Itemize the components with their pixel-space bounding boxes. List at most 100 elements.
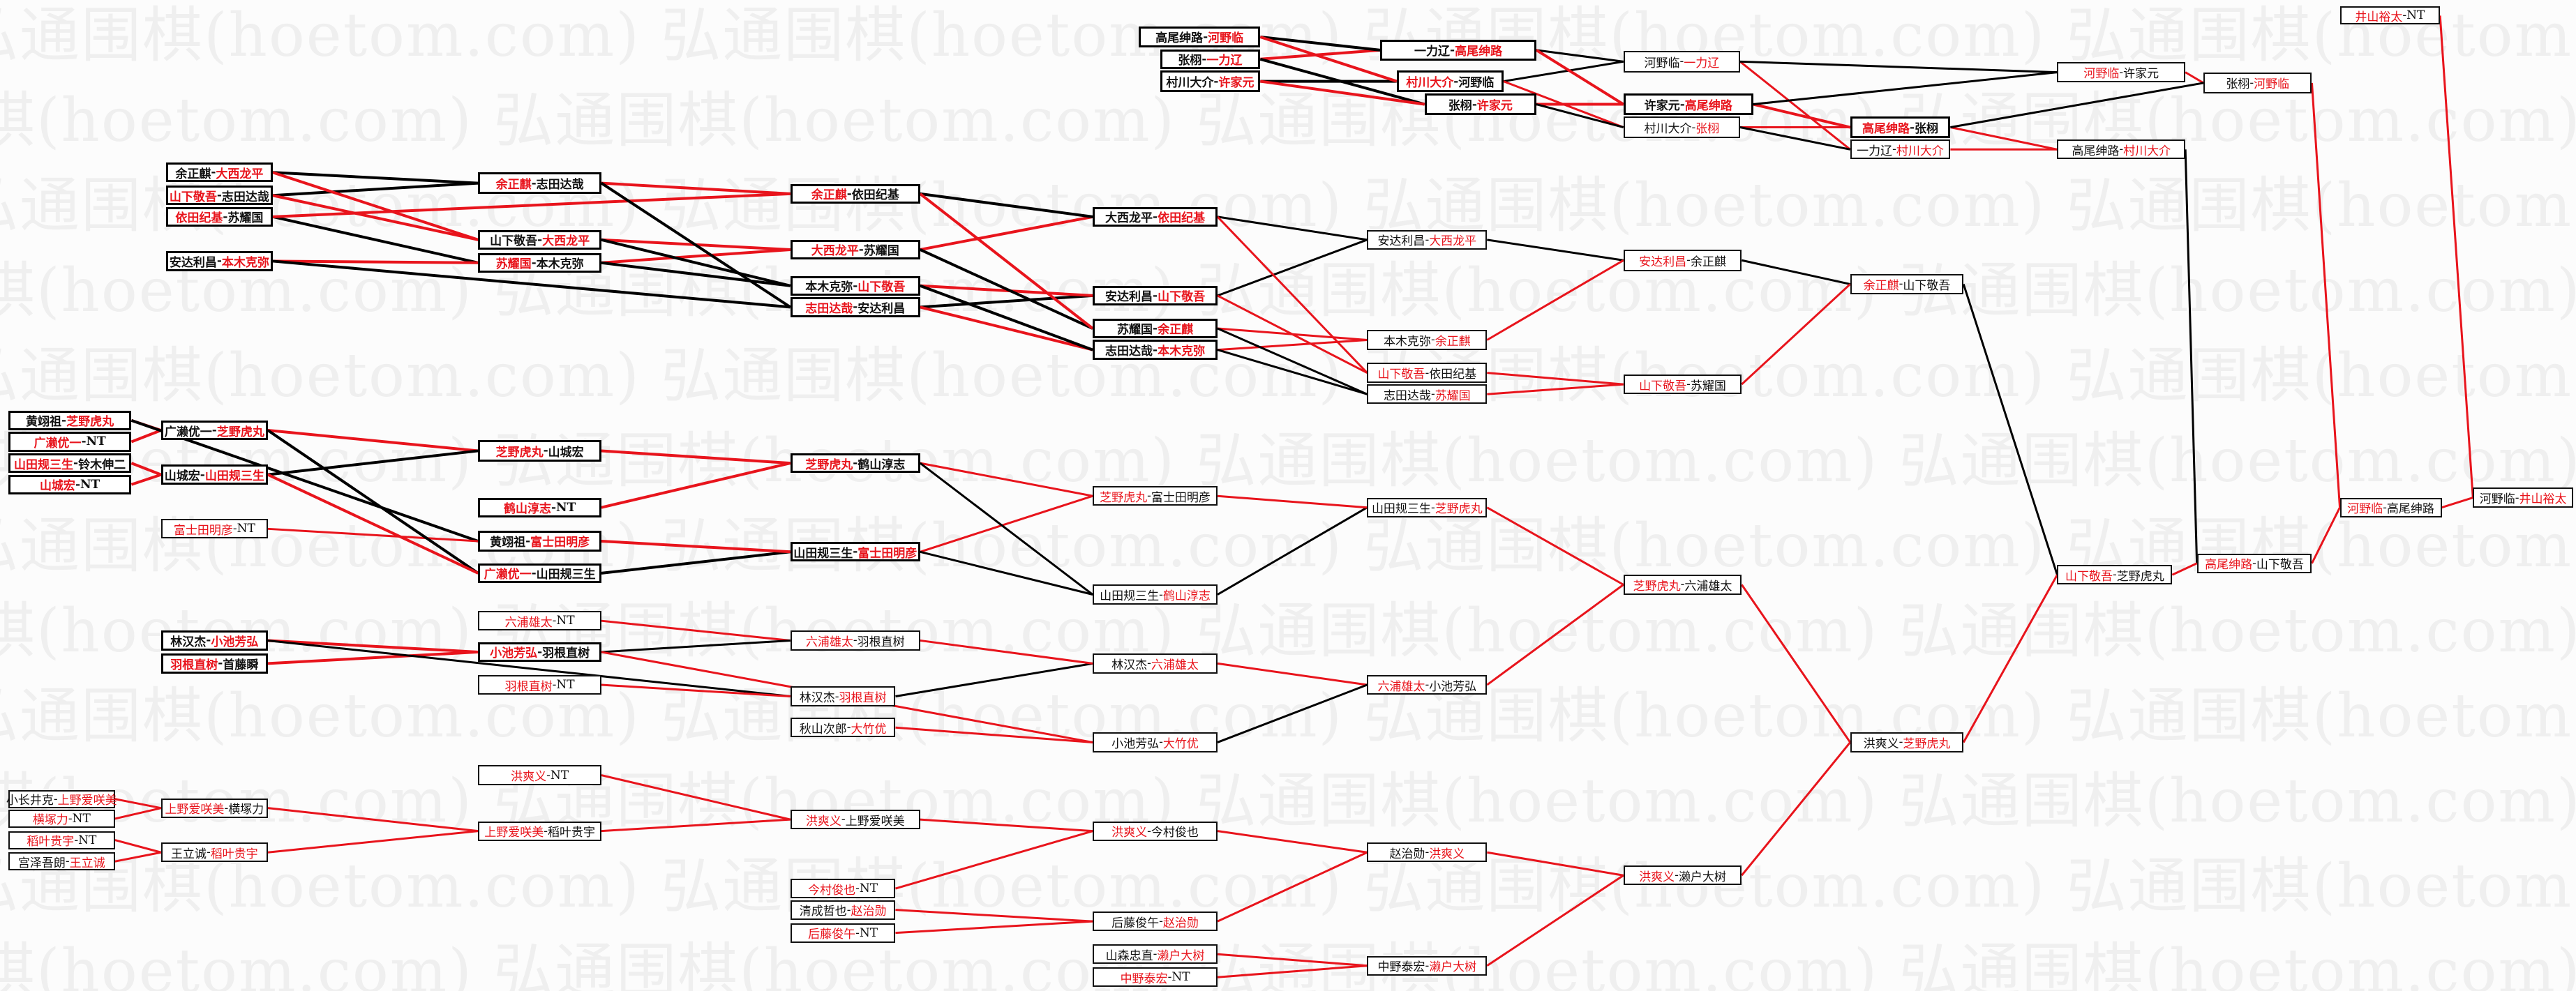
- player-2: 羽根直树: [839, 691, 887, 705]
- separator: -: [853, 633, 858, 648]
- player-2: 余正麒: [1158, 323, 1194, 338]
- player-2: 大西龙平: [1429, 234, 1477, 249]
- player-2: 小池芳弘: [211, 635, 259, 649]
- loser-line: [1739, 126, 1851, 151]
- separator: -: [1679, 97, 1685, 112]
- separator: -: [858, 242, 864, 257]
- player-2: 山下敬吾: [1158, 290, 1206, 305]
- separator: -: [1899, 735, 1903, 750]
- player-2: 本木克弥: [1158, 345, 1206, 359]
- player-2: 山下敬吾: [1903, 278, 1951, 293]
- winner-line: [272, 192, 791, 218]
- winner-line: [895, 909, 1093, 923]
- player-1: 一力辽: [1414, 45, 1451, 59]
- player-1: 今村俊也: [808, 883, 856, 898]
- player-1: 山森忠直: [1105, 948, 1153, 963]
- separator: -: [1892, 142, 1896, 157]
- loser-line: [919, 462, 1093, 596]
- player-2: 山田规三生: [204, 469, 264, 484]
- player-2: 苏耀国: [1690, 379, 1726, 393]
- loser-line: [2184, 149, 2199, 563]
- player-2: 余正麒: [1435, 334, 1471, 349]
- loser-line: [920, 284, 1093, 351]
- winner-line: [114, 798, 162, 810]
- player-2: 余正麒: [1690, 255, 1726, 269]
- match-box: 高尾绅路-河野临: [1139, 26, 1261, 48]
- loser-line: [1260, 35, 1381, 52]
- winner-line: [920, 305, 1093, 351]
- player-2: 王立诚: [69, 856, 105, 870]
- match-box: 芝野虎丸-六浦雄太: [1623, 575, 1742, 595]
- separator: -: [546, 768, 551, 782]
- winner-line: [601, 774, 791, 821]
- player-2: NT: [550, 768, 569, 782]
- player-2: 依田纪基: [851, 188, 899, 203]
- player-2: NT: [859, 925, 878, 940]
- player-1: 安达利昌: [1377, 234, 1425, 249]
- player-2: 依田纪基: [1429, 368, 1477, 382]
- winner-line: [1753, 103, 1851, 129]
- separator: -: [216, 188, 222, 203]
- match-box: 山下敬吾-志田达哉: [165, 186, 273, 206]
- winner-line: [1217, 964, 1368, 978]
- player-1: 稻叶贵宇: [27, 835, 75, 849]
- winner-line: [130, 473, 162, 486]
- player-2: 高尾绅路: [1684, 99, 1732, 114]
- winner-line: [2441, 497, 2473, 509]
- match-box: 井山裕太-NT: [2339, 6, 2441, 25]
- winner-line: [601, 449, 791, 465]
- separator: -: [1675, 868, 1679, 883]
- player-2: 河野临: [2254, 77, 2290, 92]
- separator: -: [1153, 342, 1158, 357]
- separator: -: [552, 614, 557, 628]
- winner-line: [114, 807, 162, 820]
- winner-line: [1741, 283, 1851, 386]
- player-1: 六浦雄太: [805, 635, 853, 649]
- player-1: 林汉杰: [1111, 658, 1148, 672]
- player-2: 山下敬吾: [858, 280, 906, 295]
- separator: -: [74, 833, 79, 847]
- player-2: 洪爽义: [1429, 847, 1465, 861]
- player-1: 上野爱咲美: [165, 803, 225, 817]
- separator: -: [75, 477, 80, 492]
- player-1: 一力辽: [1857, 144, 1893, 158]
- player-2: 鹤山淳志: [1162, 589, 1211, 603]
- separator: -: [206, 633, 211, 648]
- winner-line: [1739, 61, 1851, 151]
- player-2: 稻叶贵宇: [210, 847, 258, 861]
- player-2: 上野爱咲美: [57, 794, 117, 808]
- player-2: NT: [237, 522, 255, 536]
- player-2: 鹤山淳志: [858, 457, 906, 472]
- loser-line: [130, 418, 479, 543]
- separator: -: [1153, 209, 1158, 224]
- winner-line: [1217, 830, 1368, 854]
- separator: -: [61, 413, 67, 428]
- player-2: 大西龙平: [216, 167, 264, 181]
- loser-line: [1217, 239, 1368, 297]
- separator: -: [1472, 97, 1477, 112]
- match-box: 苏耀国-余正麒: [1093, 318, 1218, 339]
- player-1: 村川大介: [1406, 76, 1454, 91]
- match-box: 林汉杰-小池芳弘: [160, 630, 268, 651]
- winner-line: [601, 181, 791, 195]
- loser-line: [1753, 71, 2058, 106]
- player-1: 山下敬吾: [1377, 368, 1425, 382]
- player-1: 余正麒: [495, 178, 532, 192]
- match-box: 今村俊也-NT: [790, 878, 896, 899]
- loser-line: [601, 550, 791, 575]
- player-1: 张栩: [1178, 54, 1202, 68]
- separator: -: [1425, 365, 1430, 380]
- separator: -: [1430, 387, 1435, 402]
- separator: -: [224, 801, 229, 815]
- match-box: 安达利昌-大西龙平: [1367, 229, 1488, 250]
- separator: -: [81, 434, 87, 449]
- match-box: 小池芳弘-羽根直树: [478, 642, 601, 663]
- player-2: 芝野虎丸: [2116, 569, 2164, 584]
- match-box: 稻叶贵宇-NT: [8, 831, 115, 849]
- winner-line: [267, 830, 479, 854]
- loser-line: [601, 639, 791, 653]
- separator: -: [1153, 321, 1158, 335]
- player-2: 赵治勋: [851, 905, 887, 919]
- player-1: 依田纪基: [175, 211, 223, 226]
- separator: -: [2402, 8, 2407, 23]
